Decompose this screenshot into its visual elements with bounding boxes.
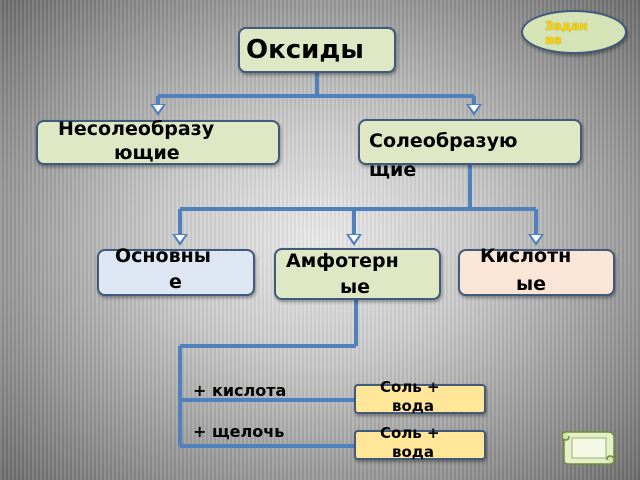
task-label-line2: ие (545, 33, 562, 47)
product-2-line1: Соль + (380, 424, 440, 442)
salt-forming-label-line2: щие (369, 159, 417, 181)
nonsalt-forming-label-line1: Несолеобразу (58, 118, 215, 140)
salt-forming-label-line1: Солеобразую (369, 130, 518, 152)
amphoteric-oxides-label-line2: ые (340, 276, 371, 298)
acidic-oxides-label-line2: ые (516, 273, 547, 295)
basic-oxides-node: Основны е (97, 245, 255, 296)
product-salt-water-1: Соль + вода (354, 378, 486, 415)
basic-oxides-label-line2: е (169, 271, 182, 293)
nonsalt-forming-label-line2: ющие (114, 142, 180, 164)
salt-forming-node: Солеобразую щие (358, 119, 582, 181)
nonsalt-forming-node: Несолеобразу ющие (36, 118, 280, 165)
task-label-line1: Задан (545, 19, 588, 33)
reagent-acid-label: + кислота (193, 381, 287, 400)
amphoteric-oxides-node: Амфотерн ые (274, 248, 441, 300)
reagent-alkali-label: + щелочь (193, 422, 285, 441)
amphoteric-oxides-label-line1: Амфотерн (286, 250, 399, 272)
task-button[interactable]: Задан ие (521, 10, 627, 54)
acidic-oxides-label-line1: Кислотн (480, 245, 572, 267)
scroll-icon[interactable] (560, 424, 616, 468)
acidic-oxides-node: Кислотн ые (458, 245, 615, 296)
product-1-line1: Соль + (380, 378, 440, 396)
basic-oxides-label-line1: Основны (115, 245, 211, 267)
product-1-line2: вода (392, 397, 435, 415)
product-2-line2: вода (392, 443, 435, 461)
product-salt-water-2: Соль + вода (354, 424, 486, 461)
oxides-node: Оксиды (238, 27, 396, 73)
oxides-label: Оксиды (246, 35, 364, 65)
